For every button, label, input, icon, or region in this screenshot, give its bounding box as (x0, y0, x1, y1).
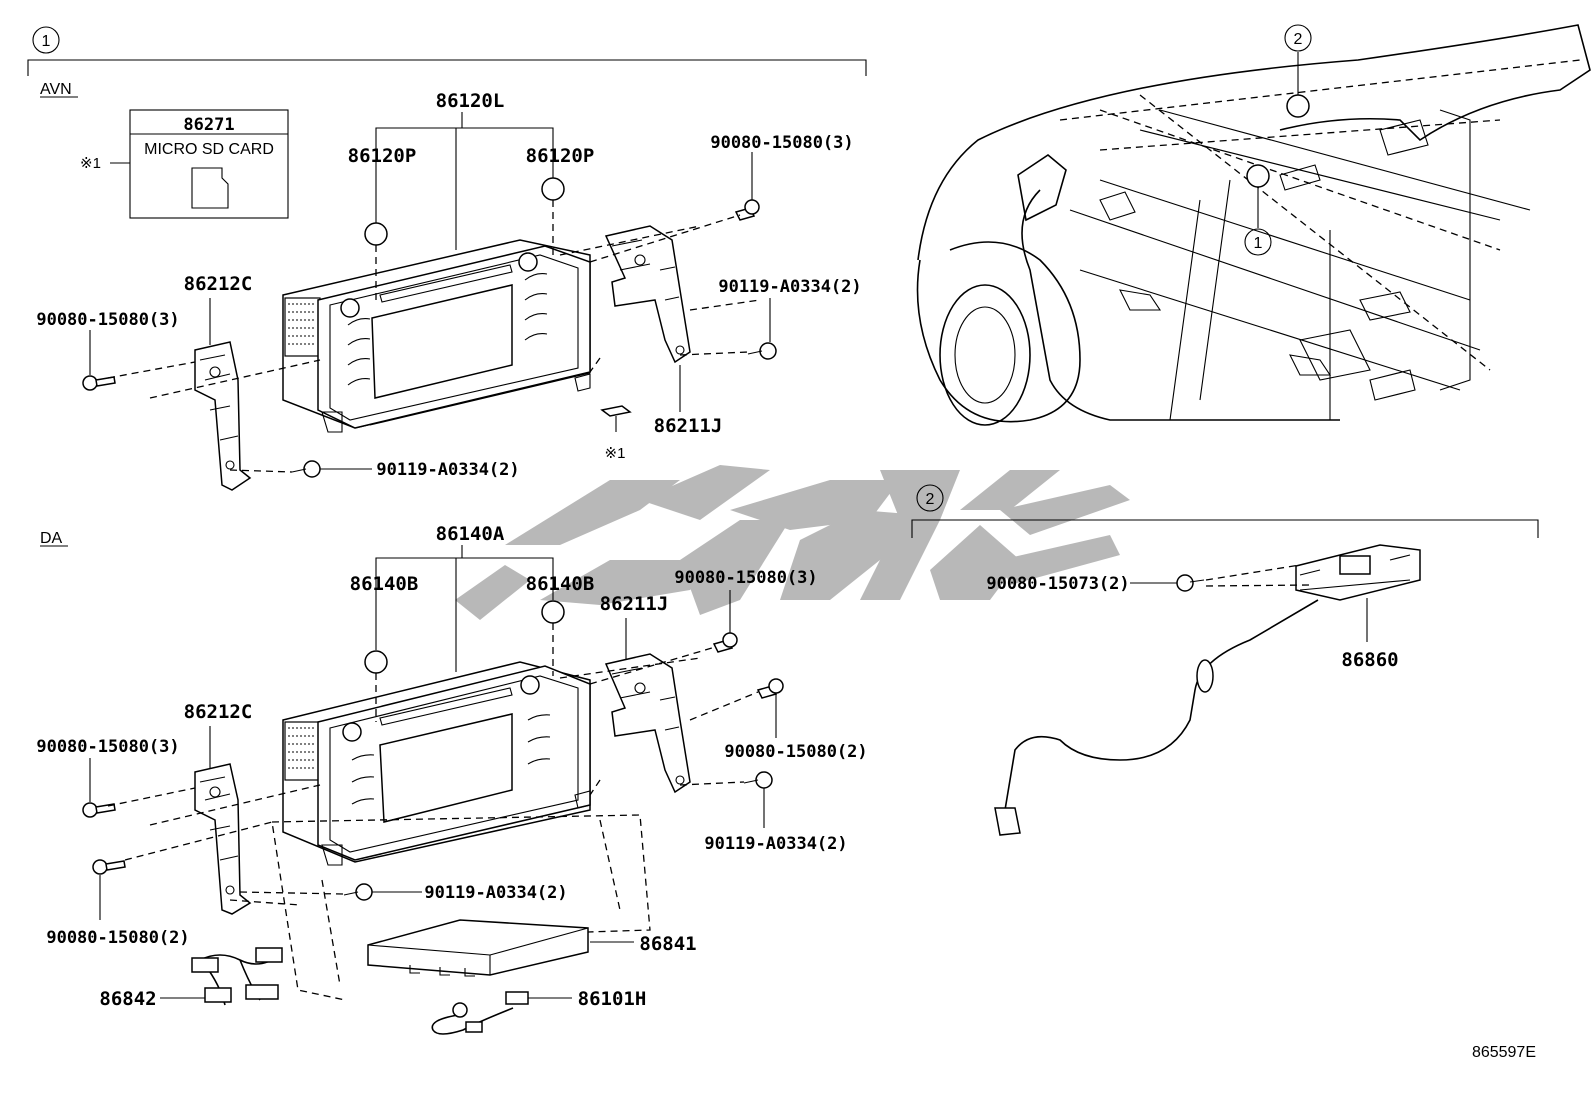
avn-display-screen (371, 284, 513, 399)
da-knob-right-icon (520, 675, 540, 695)
avn-bolt-left-icon (82, 375, 116, 391)
da-module-box (367, 919, 589, 977)
micro-sd-ref-mark: ※1 (80, 155, 101, 172)
vehicle-marker-top-label: 2 (1294, 31, 1303, 48)
section-2-marker: 2 (926, 491, 935, 508)
micro-sd-card-label: MICRO SD CARD (144, 141, 274, 158)
section-2-header: 2 (911, 484, 1539, 538)
da-cable-part-number: 86101H (578, 988, 647, 1010)
avn-knob-right-loose-icon (541, 177, 565, 201)
da-unit-part-number: 86140A (436, 523, 505, 545)
avn-left-bracket-part-number: 86212C (184, 273, 253, 295)
da-cable-icon (431, 991, 529, 1035)
avn-bolt-top-right-label: 90080-15080(3) (710, 133, 853, 153)
da-bolt-lower-left-icon (92, 859, 126, 875)
da-bolt-left-label: 90080-15080(3) (36, 737, 179, 757)
da-bolt-left-icon (82, 802, 116, 818)
avn-knob-right-icon (518, 252, 538, 272)
da-right-bracket-part-number: 86211J (600, 593, 669, 615)
vehicle-interior-view (916, 24, 1591, 426)
camera-unit-icon (994, 544, 1421, 836)
micro-sd-card-icon (191, 167, 229, 209)
avn-knob-right-part-number: 86120P (526, 145, 595, 167)
avn-label: AVN (40, 81, 72, 98)
da-knob-left-part-number: 86140B (350, 573, 419, 595)
da-knob-left-icon (342, 722, 362, 742)
da-bolt-lower-left-label: 90080-15080(2) (46, 928, 189, 948)
da-head-unit (282, 661, 591, 866)
da-harness-icon (191, 947, 283, 1006)
micro-sd-card-box: 86271 MICRO SD CARD ※1 (80, 109, 289, 219)
da-knob-right-loose-icon (541, 600, 565, 624)
da-module-part-number: 86841 (639, 933, 696, 955)
da-screw-bottom-icon (343, 883, 373, 901)
avn-screw-right-label: 90119-A0334(2) (718, 277, 861, 297)
da-knob-left-loose-icon (364, 650, 388, 674)
camera-bolt-label: 90080-15073(2) (986, 574, 1129, 594)
da-bolt-top-right-label: 90080-15080(3) (674, 568, 817, 588)
watermark-logo (455, 465, 1130, 620)
avn-left-bracket (194, 341, 252, 491)
avn-bolt-left-label: 90080-15080(3) (36, 310, 179, 330)
da-knob-right-part-number: 86140B (526, 573, 595, 595)
da-screw-right-label: 90119-A0334(2) (704, 834, 847, 854)
avn-unit-part-number: 86120L (436, 90, 505, 112)
da-bolt-top-right-icon (712, 632, 738, 653)
section-1-header: 1 (27, 26, 867, 76)
avn-screw-bottom-label: 90119-A0334(2) (376, 460, 519, 480)
avn-screw-right-icon (747, 342, 777, 360)
avn-bolt-top-right-icon (734, 199, 760, 221)
vehicle-location-marker-center (1246, 164, 1270, 188)
avn-right-bracket (604, 225, 691, 364)
da-display-screen (379, 713, 513, 823)
camera-bolt-icon (1176, 574, 1205, 592)
da-harness-part-number: 86842 (99, 988, 156, 1010)
da-right-bracket (604, 653, 691, 794)
avn-knob-left-part-number: 86120P (348, 145, 417, 167)
avn-screw-bottom-icon (291, 460, 321, 478)
avn-head-unit (282, 239, 591, 433)
camera-part-number: 86860 (1341, 649, 1398, 671)
da-bolt-right-label: 90080-15080(2) (724, 742, 867, 762)
heat-sink-grille-icon (284, 297, 321, 357)
da-screw-bottom-label: 90119-A0334(2) (424, 883, 567, 903)
side-mirror-icon (1017, 154, 1067, 222)
avn-note-ref-mark: ※1 (605, 445, 626, 462)
micro-sd-part-number: 86271 (183, 115, 234, 135)
da-left-bracket (194, 763, 252, 915)
vehicle-marker-center-label: 1 (1254, 235, 1263, 252)
da-label: DA (40, 530, 63, 547)
avn-knob-left-loose-icon (364, 222, 388, 246)
vehicle-location-marker-top (1286, 94, 1310, 118)
da-left-bracket-part-number: 86212C (184, 701, 253, 723)
da-bolt-right-icon (756, 678, 784, 699)
da-heat-sink-grille-icon (284, 721, 321, 781)
sd-card-slot-icon (600, 405, 632, 417)
section-1-marker: 1 (42, 33, 51, 50)
da-screw-right-icon (743, 771, 773, 789)
avn-right-bracket-part-number: 86211J (654, 415, 723, 437)
avn-knob-left-icon (340, 298, 360, 318)
figure-id: 865597E (1472, 1044, 1536, 1061)
